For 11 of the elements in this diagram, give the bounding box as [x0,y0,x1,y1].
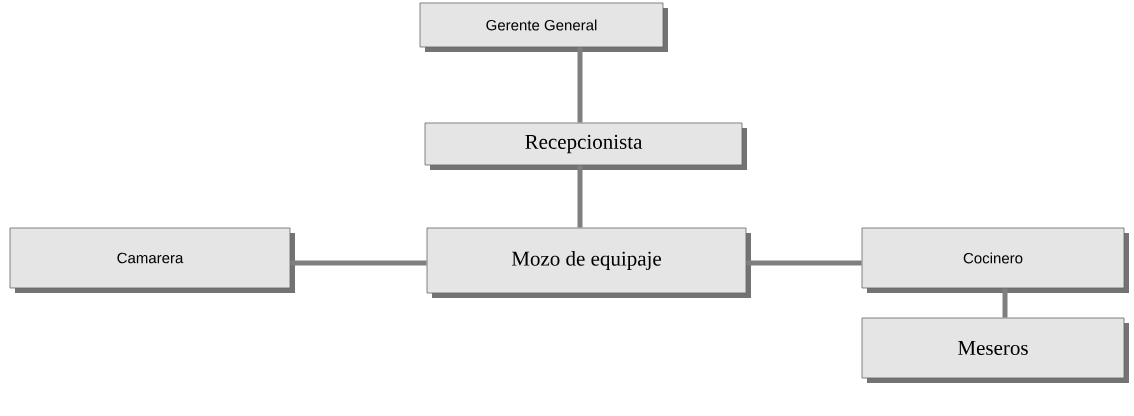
org-box: Cocinero [861,227,1129,293]
connector-line [577,47,583,123]
connector-line [290,260,427,266]
connector-line [746,260,862,266]
org-box: Camarera [9,227,295,293]
org-box: Recepcionista [424,122,747,170]
org-box: Gerente General [419,2,668,52]
connector-line [577,165,583,228]
connector-line [1002,288,1008,318]
org-box: Meseros [861,317,1129,383]
org-box: Mozo de equipaje [426,227,751,298]
